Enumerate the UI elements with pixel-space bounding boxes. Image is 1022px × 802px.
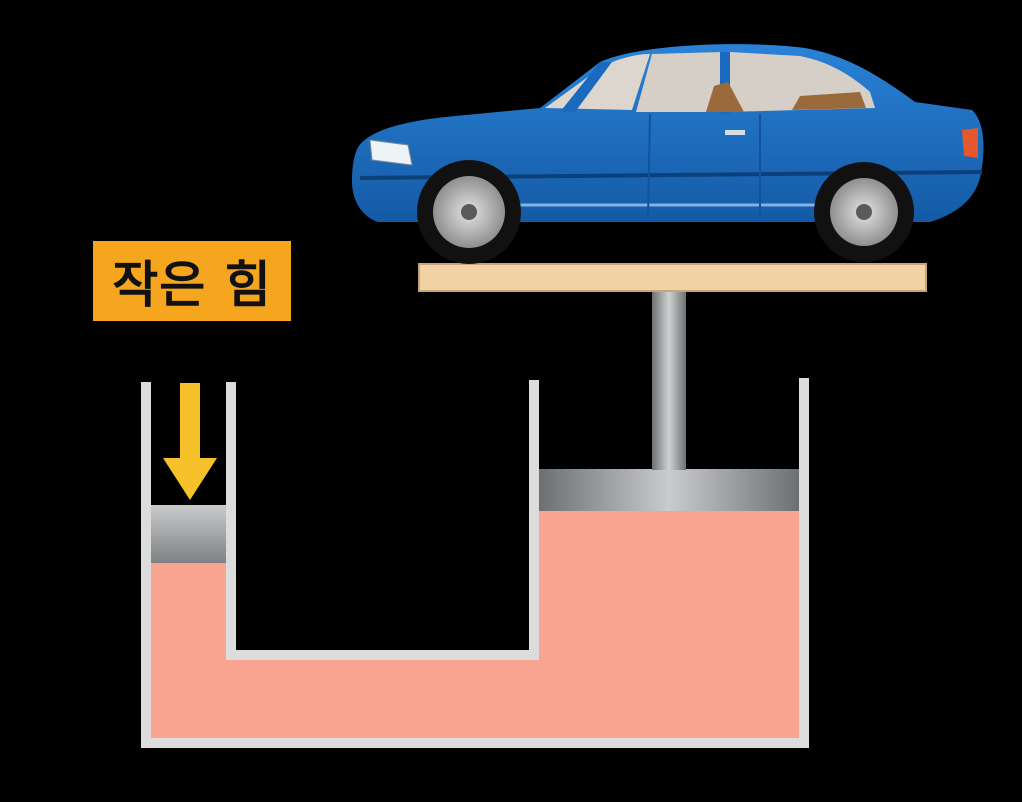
car-icon [352, 44, 984, 264]
arrow-down-icon [163, 383, 217, 500]
hydraulic-fluid [151, 510, 799, 738]
small-piston [151, 505, 227, 563]
small-force-label: 작은 힘 [93, 241, 291, 321]
piston-rod [652, 291, 686, 470]
large-piston [539, 469, 799, 511]
hydraulic-container [141, 378, 809, 748]
lift-platform [418, 263, 927, 292]
